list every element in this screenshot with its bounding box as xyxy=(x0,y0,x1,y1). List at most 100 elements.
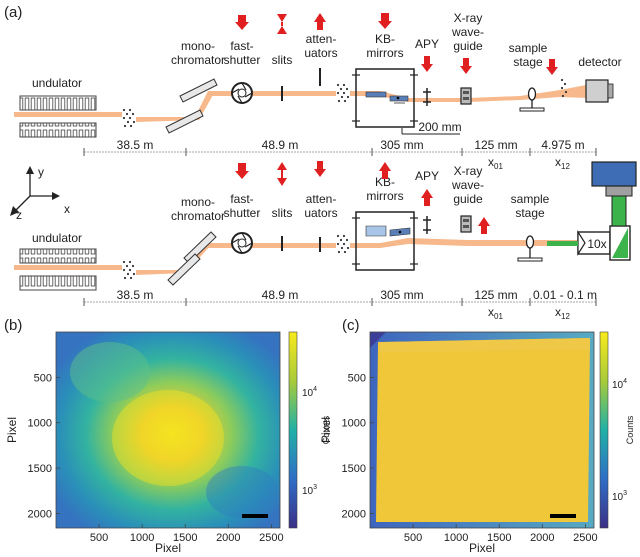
waveguide-label-top-2: wave- xyxy=(451,25,484,39)
attenuators-label-bottom-1: atten- xyxy=(306,192,337,206)
objective-label: 10x xyxy=(587,237,606,251)
undulator-label-bottom: undulator xyxy=(32,231,82,245)
undulator-top: undulator xyxy=(19,76,97,138)
kb-mirrors-label-top-2: mirrors xyxy=(366,46,403,60)
slits-label-bottom: slits xyxy=(272,206,293,220)
monochromator-bottom: mono- chromator xyxy=(167,195,225,286)
x-tick-label: 2000 xyxy=(216,532,240,544)
kb-mirrors-bottom: KB- mirrors xyxy=(352,162,418,271)
waveguide-bottom: X-ray wave- guide xyxy=(451,164,490,234)
fast-shutter-label-top-2: shutter xyxy=(224,53,261,67)
monochromator-label-top-1: mono- xyxy=(181,39,215,53)
arrow-down-icon xyxy=(421,56,433,72)
camera-body xyxy=(591,161,637,187)
x-tick-label: 1500 xyxy=(487,532,511,544)
break-mark-top-1 xyxy=(122,108,136,128)
distance-top-3: 305 mm xyxy=(380,138,423,152)
kb-mirrors-top: KB- mirrors xyxy=(352,13,418,128)
x-tick-label: 500 xyxy=(90,532,108,544)
waveguide-label-bottom-3: guide xyxy=(453,192,483,206)
y-tick-label: 1500 xyxy=(28,463,52,475)
x-tick-label: 500 xyxy=(404,532,422,544)
waveguide-label-bottom-1: X-ray xyxy=(454,164,483,178)
x01-label-bottom: x01 xyxy=(488,305,503,321)
arrow-down-icon xyxy=(235,15,249,30)
distance-bottom-2: 48.9 m xyxy=(262,288,299,302)
x12-label-top: x12 xyxy=(555,155,570,171)
fast-shutter-label-bottom-1: fast- xyxy=(230,192,253,206)
monochromator-label-top-2: chromator xyxy=(171,53,225,67)
x-tick-label: 1000 xyxy=(130,532,154,544)
attenuators-label-top-2: uators xyxy=(304,46,337,60)
camera-detector-bottom: 10x xyxy=(547,161,637,261)
scale-200mm: 200 mm xyxy=(401,120,462,135)
attenuators-top: atten- uators xyxy=(304,13,338,86)
sample-stage-top: sample stage xyxy=(509,41,558,112)
attenuators-bottom: atten- uators xyxy=(304,161,338,252)
ylabel-b: Pixel xyxy=(5,417,19,443)
colorbar-b-tick-2: 103 xyxy=(302,484,317,497)
arrow-updown-icon xyxy=(277,162,287,186)
distance-top-2: 48.9 m xyxy=(262,138,299,152)
slits-arrow-icon xyxy=(277,14,287,34)
x-tick-label: 2500 xyxy=(259,532,283,544)
sample-stage-label-bottom-1: sample xyxy=(511,192,550,206)
distance-top-5: 4.975 m xyxy=(541,138,584,152)
waveguide-label-top-3: guide xyxy=(453,39,483,53)
colorbar-b: 104 103 Counts xyxy=(288,331,331,529)
y-tick-label: 500 xyxy=(34,372,52,384)
x01-label-top: x01 xyxy=(488,155,503,171)
scale-bar-c xyxy=(550,514,576,518)
distance-bottom-5: 0.01 - 0.1 m xyxy=(533,288,597,302)
slits-bottom: slits xyxy=(272,162,293,251)
x-tick-label: 1500 xyxy=(173,532,197,544)
colorbar-c-label: Counts xyxy=(625,415,635,444)
monochromator-label-bottom-2: chromator xyxy=(171,209,225,223)
break-mark-top-3 xyxy=(560,78,568,98)
colorbar-c: 104 103 Counts xyxy=(599,331,635,529)
waveguide-label-bottom-2: wave- xyxy=(451,178,484,192)
monochromator-label-bottom-1: mono- xyxy=(181,195,215,209)
slits-label-top: slits xyxy=(272,53,293,67)
y-tick-label: 1000 xyxy=(342,418,366,430)
apy-label-bottom: APY xyxy=(415,169,439,183)
distance-bar-bottom: 38.5 m 48.9 m 305 mm 125 mm 0.01 - 0.1 m… xyxy=(83,288,597,321)
fast-shutter-top: fast- shutter xyxy=(224,15,261,104)
kb-mirrors-label-bottom-1: KB- xyxy=(375,175,395,189)
colorbar-c-tick-2: 103 xyxy=(612,490,627,503)
arrow-down-icon xyxy=(546,59,558,75)
arrow-down-icon xyxy=(314,161,326,177)
arrow-up-icon xyxy=(379,162,391,179)
coordinate-axes: y x z xyxy=(10,165,70,222)
y-tick-label: 1500 xyxy=(342,463,366,475)
axis-z-label: z xyxy=(16,208,22,222)
panel-a-label: (a) xyxy=(4,4,22,21)
x12-label-bottom: x12 xyxy=(555,305,570,321)
monochromator-top: mono- chromator xyxy=(165,39,225,134)
break-mark-top-2 xyxy=(336,83,350,103)
sample-stage-label-top-1: sample xyxy=(509,41,548,55)
apy-label-top: APY xyxy=(415,37,439,51)
axis-x-label: x xyxy=(64,202,70,216)
sample-stage-label-bottom-2: stage xyxy=(515,206,545,220)
arrow-up-icon xyxy=(421,189,433,206)
axis-y-label: y xyxy=(38,165,44,179)
arrow-down-icon xyxy=(378,13,392,29)
y-tick-label: 500 xyxy=(348,372,366,384)
panel-a: (a) undulator xyxy=(4,4,637,321)
distance-top-4: 125 mm xyxy=(474,138,517,152)
fast-shutter-label-bottom-2: shutter xyxy=(224,206,261,220)
y-tick-label: 1000 xyxy=(28,418,52,430)
waveguide-label-top-1: X-ray xyxy=(454,11,483,25)
beam-bottom xyxy=(14,238,586,275)
setup-bottom: undulator mono- chromator fast- xyxy=(14,161,637,321)
scale-bar-b xyxy=(242,514,268,518)
arrow-down-icon xyxy=(460,58,472,74)
undulator-bottom: undulator xyxy=(19,231,97,291)
x-tick-label: 2000 xyxy=(530,532,554,544)
fast-shutter-bottom: fast- shutter xyxy=(224,163,261,254)
beam-top xyxy=(14,85,586,122)
